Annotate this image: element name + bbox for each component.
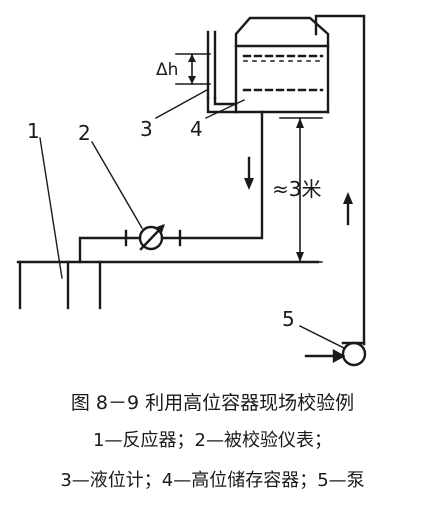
legend-line-1: 1—反应器；2—被校验仪表； (93, 430, 332, 451)
label-2: 2 (78, 121, 91, 145)
label-3: 3 (140, 117, 153, 141)
label-delta-h: Δh (156, 60, 178, 80)
label-5: 5 (282, 307, 295, 331)
label-4: 4 (190, 117, 203, 141)
label-height: ≈3米 (272, 177, 321, 201)
calibration-diagram: 1 2 3 4 5 Δh ≈3米 (16, 14, 367, 367)
feed-pipe (78, 110, 264, 264)
flow-arrow-down (244, 156, 254, 190)
leader-line-4 (205, 99, 245, 119)
label-1: 1 (27, 119, 40, 143)
leader-line-1 (39, 137, 63, 279)
height-dimension (279, 117, 323, 263)
figure-caption: 图 8－9 利用高位容器现场校验例 (70, 392, 355, 414)
return-pipe (314, 14, 366, 346)
high-level-tank (234, 16, 330, 114)
level-gauge (175, 30, 238, 114)
leader-line-3 (155, 89, 208, 119)
leader-line-5 (299, 325, 345, 349)
reactor (16, 260, 320, 310)
pump (304, 341, 367, 367)
flow-arrow-up (343, 192, 353, 226)
instrument-under-test (124, 224, 182, 251)
legend-line-2: 3—液位计；4—高位储存容器；5—泵 (60, 470, 365, 491)
leader-line-2 (91, 141, 143, 229)
